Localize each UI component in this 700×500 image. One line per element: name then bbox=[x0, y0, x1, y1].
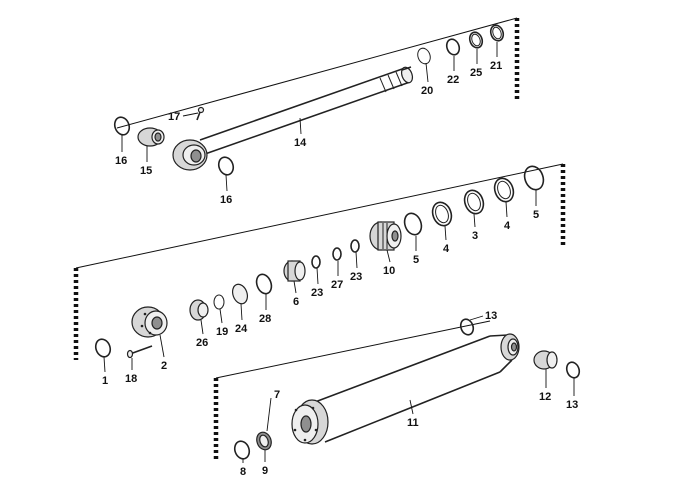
callout-13a: 13 bbox=[485, 310, 497, 322]
cylinder-tube-group-frame bbox=[213, 320, 491, 462]
callout-4a: 4 bbox=[443, 243, 450, 255]
ring-27 bbox=[332, 247, 342, 261]
piston-10 bbox=[369, 221, 402, 251]
ring-13b bbox=[565, 361, 581, 379]
callout-3: 3 bbox=[472, 230, 478, 242]
callout-8: 8 bbox=[240, 466, 246, 478]
cylinder-head bbox=[131, 306, 168, 338]
cylinder-tube bbox=[291, 335, 501, 445]
callout-23b: 23 bbox=[350, 271, 362, 283]
ring-9 bbox=[256, 431, 272, 451]
ring-5a bbox=[403, 212, 423, 236]
callout-20: 20 bbox=[421, 85, 433, 97]
ring-13a bbox=[459, 318, 475, 336]
ring-21 bbox=[489, 24, 505, 42]
sleeve-6 bbox=[283, 260, 306, 282]
callout-19: 19 bbox=[216, 326, 228, 338]
callout-25: 25 bbox=[470, 67, 482, 79]
ring-20 bbox=[417, 47, 431, 65]
grease-nipple bbox=[196, 106, 205, 121]
callout-5a: 5 bbox=[413, 254, 419, 266]
callout-1: 1 bbox=[102, 375, 108, 387]
callout-28: 28 bbox=[259, 313, 271, 325]
ring-28 bbox=[255, 273, 273, 295]
callout-6: 6 bbox=[293, 296, 299, 308]
callout-26: 26 bbox=[196, 337, 208, 349]
ring-8 bbox=[233, 440, 251, 460]
ring-23b bbox=[350, 239, 360, 253]
callout-11: 11 bbox=[407, 417, 419, 429]
callout-21: 21 bbox=[490, 60, 502, 72]
ring-22 bbox=[445, 38, 461, 56]
bushing-15 bbox=[137, 127, 165, 147]
callout-10: 10 bbox=[383, 265, 395, 277]
ring-25 bbox=[468, 31, 484, 49]
piston-seal-group-frame bbox=[73, 163, 566, 360]
callout-16b: 16 bbox=[220, 194, 232, 206]
screw-18 bbox=[126, 345, 153, 359]
ring-4a bbox=[431, 201, 453, 227]
piston-rod-group-frame bbox=[116, 17, 520, 129]
callout-labels: 1 2 3 4 4 5 5 6 7 8 9 10 11 12 13 13 14 … bbox=[102, 60, 578, 478]
bushing-26 bbox=[189, 299, 209, 321]
ring-1 bbox=[94, 338, 112, 358]
callout-5b: 5 bbox=[533, 209, 539, 221]
callout-24: 24 bbox=[235, 323, 248, 335]
callout-9: 9 bbox=[262, 465, 268, 477]
ring-19 bbox=[213, 294, 225, 310]
bushing-12 bbox=[533, 350, 558, 370]
callout-7: 7 bbox=[274, 389, 280, 401]
leader-lines bbox=[103, 42, 575, 463]
callout-2: 2 bbox=[161, 360, 167, 372]
ring-5b bbox=[523, 165, 545, 191]
callout-27: 27 bbox=[331, 279, 343, 291]
callout-4b: 4 bbox=[504, 220, 511, 232]
rod-seal-ring-16b bbox=[217, 156, 235, 176]
ring-3 bbox=[463, 189, 485, 215]
callout-14: 14 bbox=[294, 137, 307, 149]
ring-4b bbox=[493, 177, 515, 203]
callout-22: 22 bbox=[447, 74, 459, 86]
callout-12: 12 bbox=[539, 391, 551, 403]
callout-18: 18 bbox=[125, 373, 137, 385]
callout-23a: 23 bbox=[311, 287, 323, 299]
rod-eye bbox=[172, 139, 208, 171]
ring-23a bbox=[311, 255, 321, 269]
rod-seal-ring-16a bbox=[113, 116, 131, 136]
tube-end-eye bbox=[489, 333, 520, 373]
callout-17: 17 bbox=[168, 111, 180, 123]
ring-24 bbox=[231, 283, 249, 305]
callout-16a: 16 bbox=[115, 155, 127, 167]
piston-rod bbox=[199, 66, 414, 155]
callout-15: 15 bbox=[140, 165, 152, 177]
callout-13b: 13 bbox=[566, 399, 578, 411]
